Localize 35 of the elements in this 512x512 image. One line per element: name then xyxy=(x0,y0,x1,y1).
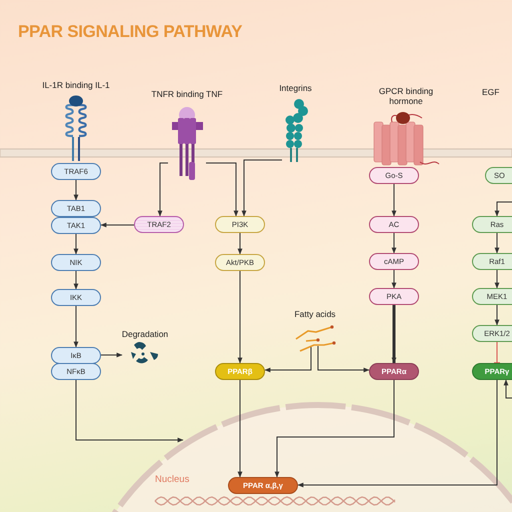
arrow xyxy=(76,380,184,442)
arrow xyxy=(297,380,498,488)
arrow xyxy=(238,232,242,255)
arrow xyxy=(274,380,394,478)
arrow xyxy=(392,270,396,289)
title: PPAR SIGNALING PATHWAY xyxy=(18,22,242,42)
receptor-label: TNFR binding TNF xyxy=(151,89,223,99)
arrow xyxy=(494,270,500,289)
arrow xyxy=(494,304,500,326)
receptor-label: GPCR binding hormone xyxy=(378,87,434,107)
arrow xyxy=(100,222,134,228)
arrow xyxy=(74,270,78,290)
arrow xyxy=(318,346,370,372)
arrow xyxy=(392,232,396,254)
arrow xyxy=(494,202,512,217)
inhibition-line xyxy=(493,342,501,364)
node-label: Fatty acids xyxy=(294,309,336,319)
arrow xyxy=(392,305,396,364)
arrow xyxy=(392,184,396,217)
arrow xyxy=(158,162,168,217)
arrow xyxy=(264,346,312,372)
node-label: Degradation xyxy=(122,329,168,339)
compartment-label: Nucleus xyxy=(155,474,190,485)
arrow xyxy=(74,234,78,255)
arrow xyxy=(242,160,282,217)
receptor-label: Integrins xyxy=(279,83,312,93)
arrow xyxy=(74,306,78,348)
arrow xyxy=(100,352,123,358)
arrow xyxy=(494,232,500,254)
arrow xyxy=(74,180,78,201)
receptor-label: IL-1R binding IL-1 xyxy=(42,80,110,90)
receptor-label: EGF xyxy=(482,87,500,97)
arrow xyxy=(504,379,512,398)
arrow xyxy=(238,270,242,364)
arrow xyxy=(238,380,242,478)
